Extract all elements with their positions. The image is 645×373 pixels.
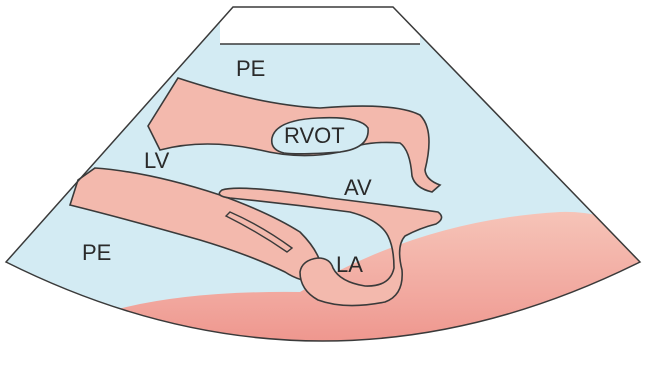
label-la: LA — [336, 252, 363, 277]
label-lv: LV — [144, 148, 170, 173]
label-pe-top: PE — [236, 56, 265, 81]
label-pe-bottom: PE — [82, 240, 111, 265]
label-av: AV — [344, 175, 372, 200]
label-rvot: RVOT — [284, 123, 345, 148]
